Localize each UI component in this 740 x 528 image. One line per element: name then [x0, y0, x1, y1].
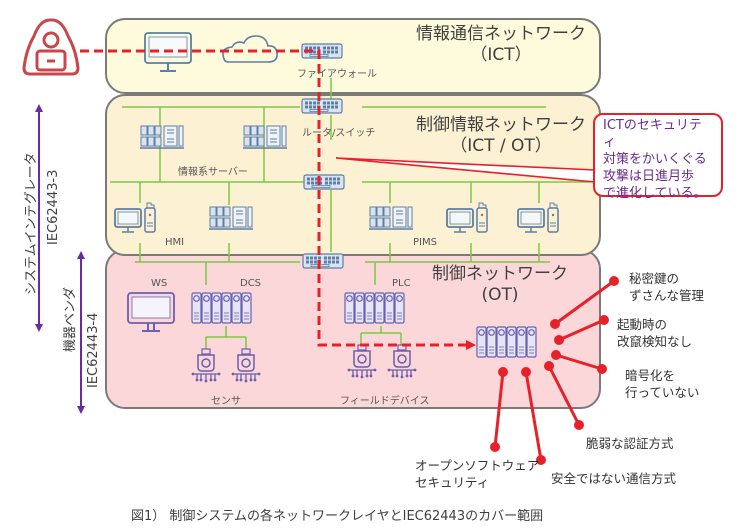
- hmi-pc-icon: [114, 202, 156, 233]
- speech-line: 対策をかいくぐる: [603, 152, 707, 167]
- dcs-label: DCS: [240, 278, 262, 289]
- speech-line: 攻撃は日進月歩: [603, 169, 695, 184]
- vulnerability-callout: オープンソフトウェア セキュリティ: [415, 457, 539, 491]
- field-device-icon: [346, 344, 378, 380]
- callout-line: セキュリティ: [415, 475, 490, 490]
- field-device-icon: [386, 344, 418, 380]
- scope-arrowheads: [35, 104, 85, 414]
- callout-line: 暗号化を: [625, 368, 676, 383]
- zone-ot-subtitle: (OT): [481, 285, 519, 305]
- pims-label: PIMS: [413, 237, 437, 248]
- sensor-label: センサ: [211, 396, 241, 407]
- iec-62443-3-label: IEC62443-3: [46, 169, 61, 245]
- info-server-icon: [242, 125, 288, 149]
- ot-switch-icon: [302, 253, 344, 269]
- figure-caption: 図1） 制御システムの各ネットワークレイヤとIEC62443のカバー範囲: [131, 509, 544, 524]
- speech-line: ICTのセキュリティ: [603, 118, 702, 150]
- attack-path: [80, 49, 466, 347]
- plc-label: PLC: [392, 278, 411, 289]
- callout-line: 行っていない: [625, 385, 700, 400]
- vulnerability-callout: 秘密鍵の ずさんな管理: [629, 270, 704, 304]
- server-icon: [208, 206, 254, 230]
- switch-icon: [303, 174, 345, 190]
- attack-arrowhead: [466, 340, 476, 350]
- vulnerability-dots: [490, 276, 619, 465]
- network-lines: [110, 78, 590, 349]
- zone-ict-ot-title-text: 制御情報ネットワーク: [416, 115, 586, 135]
- ws-monitor-icon: [127, 292, 175, 332]
- field-device-label: フィールドデバイス: [340, 396, 430, 407]
- pims-server-icon: [368, 206, 414, 230]
- router-switch-icon: [301, 98, 343, 114]
- sensor-icon: [190, 348, 222, 384]
- zone-ot-title-text: 制御ネットワーク: [432, 264, 568, 284]
- zone-ict-ot-subtitle: （ICT / OT）: [450, 136, 552, 156]
- vulnerability-pointers: [493, 279, 615, 461]
- speech-line: で進化している。: [603, 186, 707, 201]
- scope-arrows: [38, 112, 82, 406]
- callout-line: 起動時の: [617, 317, 668, 332]
- zone-ict-ot-title: 制御情報ネットワーク （ICT / OT）: [405, 115, 597, 157]
- dcs-rack-icon: [191, 292, 252, 324]
- speech-bubble: ICTのセキュリティ 対策をかいくぐる 攻撃は日進月歩 で進化している。: [593, 113, 723, 201]
- callout-line: ずさんな管理: [629, 288, 705, 303]
- plc-rack-icon: [344, 292, 405, 324]
- firewall-label: ファイアウォール: [297, 69, 377, 80]
- info-servers-label: 情報系サーバー: [178, 167, 248, 178]
- hmi-label: HMI: [165, 237, 185, 248]
- callout-line: 安全ではない通信方式: [551, 471, 677, 486]
- iec-62443-4-label: IEC62443-4: [86, 312, 101, 388]
- pc-icon: [517, 202, 559, 233]
- sensor-icon: [230, 348, 262, 384]
- zone-ict-title: 情報通信ネットワーク （ICT）: [405, 24, 597, 66]
- vulnerability-callout: 起動時の 改竄検知なし: [617, 316, 692, 350]
- zone-ict-title-text: 情報通信ネットワーク: [416, 24, 586, 44]
- zone-ot-title: 制御ネットワーク (OT): [420, 264, 580, 306]
- integrator-label: システムインテグレータ: [24, 152, 39, 295]
- router-switch-label: ルータ/スイッチ: [302, 128, 376, 139]
- speech-bubble-tail: [335, 157, 596, 183]
- hacker-icon: [22, 18, 80, 76]
- info-server-icon: [139, 125, 185, 149]
- zone-ict: [105, 18, 601, 94]
- pc-icon: [446, 202, 488, 233]
- callout-line: 秘密鍵の: [629, 271, 680, 286]
- callout-line: 脆弱な認証方式: [586, 436, 674, 451]
- callout-line: 改竄検知なし: [617, 334, 693, 349]
- callout-line: オープンソフトウェア: [415, 458, 540, 473]
- cloud-icon: [222, 35, 278, 63]
- vulnerability-callout: 脆弱な認証方式: [586, 435, 674, 452]
- target-controller-icon: [476, 326, 537, 358]
- ws-label: WS: [151, 278, 168, 289]
- vendor-label: 機器ベンダ: [63, 286, 78, 352]
- vulnerability-callout: 安全ではない通信方式: [551, 470, 676, 487]
- vulnerability-callout: 暗号化を 行っていない: [625, 367, 699, 401]
- zone-ict-subtitle: （ICT）: [470, 45, 532, 65]
